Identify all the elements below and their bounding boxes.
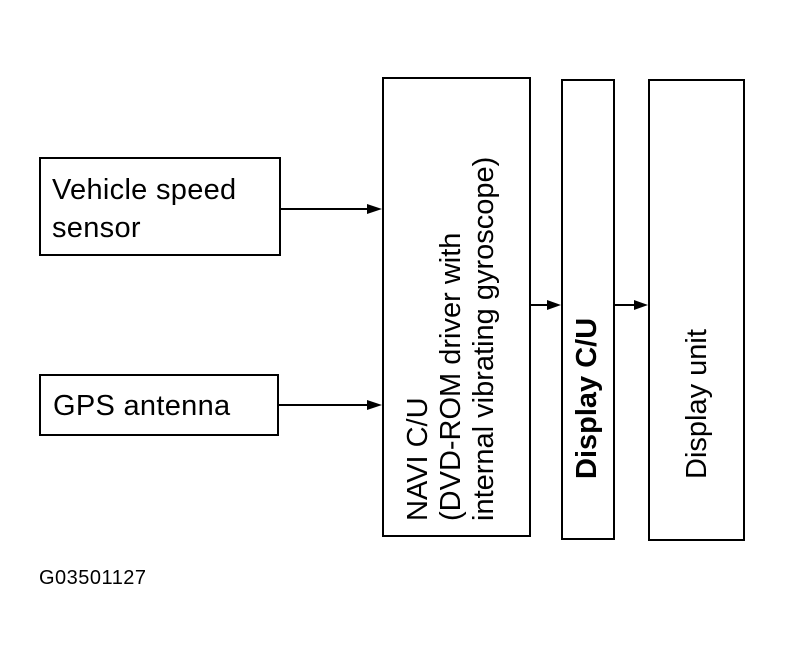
- display-unit-block: Display unit: [648, 79, 745, 541]
- vehicle-speed-sensor-label: Vehicle speed sensor: [52, 171, 236, 247]
- display-cu-block: Display C/U: [561, 79, 615, 540]
- vehicle-speed-sensor-line-1: Vehicle speed: [52, 174, 237, 206]
- vehicle-speed-sensor-line-2: sensor: [52, 212, 141, 244]
- arrow-display-cu-to-display-unit: [615, 300, 648, 310]
- arrow-gps-to-navi: [279, 400, 382, 410]
- navi-cu-block: NAVI C/U (DVD-ROM driver with internal v…: [382, 77, 531, 537]
- gps-antenna-label: GPS antenna: [53, 390, 231, 422]
- vehicle-speed-sensor-block: Vehicle speed sensor: [39, 157, 281, 256]
- arrow-navi-to-display-cu: [531, 300, 561, 310]
- gps-antenna-block: GPS antenna: [39, 374, 279, 436]
- arrow-speed-sensor-to-navi: [281, 204, 382, 214]
- figure-code: G03501127: [39, 567, 147, 589]
